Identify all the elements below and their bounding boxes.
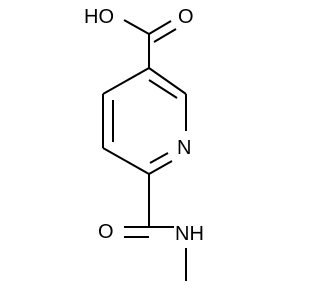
bond-acid-carbon-to-hydroxyl (123, 19, 150, 35)
pyridine-ring (102, 67, 187, 175)
label-acid-oxygen: O (178, 6, 194, 28)
label-ring-nitrogen: N (177, 137, 191, 159)
bond-acid-carbon-to-oxygen-double (153, 28, 177, 43)
structural-formula: HO O N O NH (84, 6, 204, 281)
methylamide-group (124, 174, 187, 281)
bond-acid-carbon-to-oxygen (148, 20, 172, 35)
bond-ring-c2-c3 (148, 67, 187, 95)
bond-ring-c2-c3-inner (148, 79, 178, 99)
bond-ring-c3-c4 (102, 67, 150, 95)
label-amide-oxygen: O (98, 221, 114, 243)
label-hydroxyl: HO (84, 6, 114, 28)
bond-ring-c5-c6 (102, 147, 150, 175)
bond-ring-c6-n1 (148, 160, 173, 175)
bond-ring-c6-n1-inner (149, 152, 169, 164)
carboxylic-acid-group (123, 19, 177, 68)
label-amide-nh: NH (175, 223, 204, 245)
